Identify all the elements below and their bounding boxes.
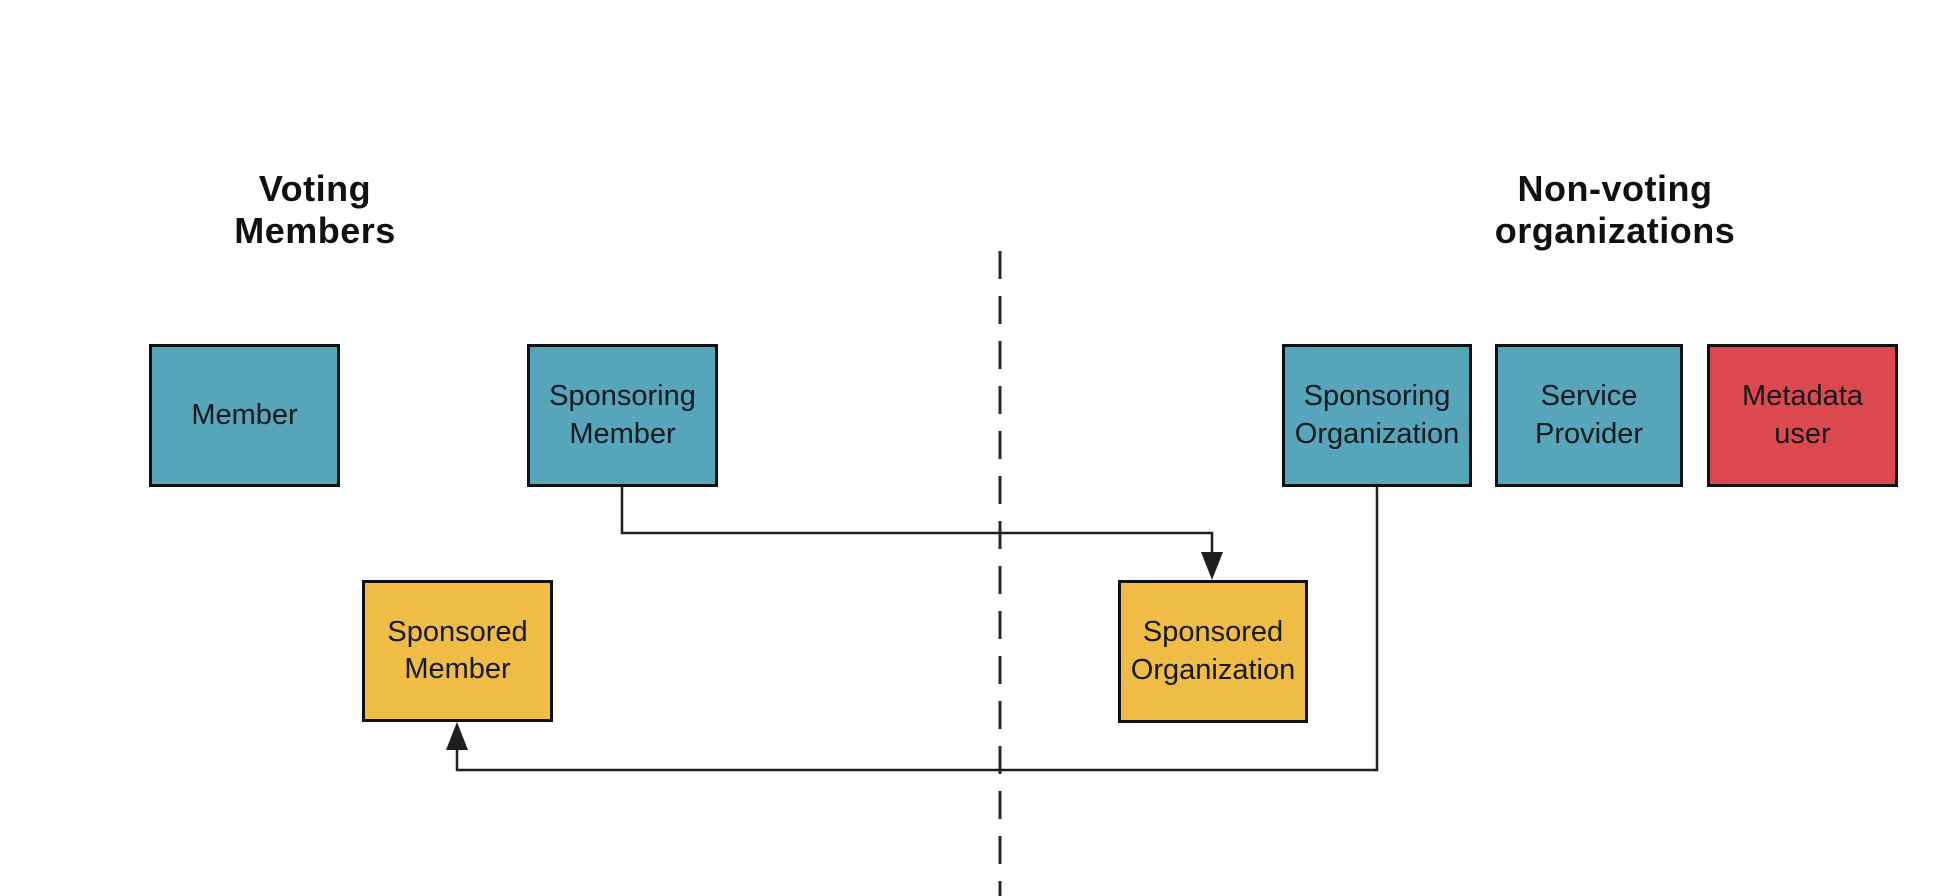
arrowhead-down-icon xyxy=(1201,552,1223,580)
node-member: Member xyxy=(149,344,340,487)
voting-members-group-title: Voting Members xyxy=(234,168,396,252)
node-sponsored-organization: Sponsored Organization xyxy=(1118,580,1308,723)
arrowhead-up-icon xyxy=(446,722,468,750)
node-service-provider: Service Provider xyxy=(1495,344,1683,487)
node-metadata-user: Metadata user xyxy=(1707,344,1898,487)
connector-sponsoring-member-to-sponsored-organization xyxy=(620,487,1214,554)
node-sponsoring-organization: Sponsoring Organization xyxy=(1282,344,1472,487)
non-voting-organizations-group-title: Non-voting organizations xyxy=(1494,168,1736,252)
node-sponsoring-member: Sponsoring Member xyxy=(527,344,718,487)
node-sponsored-member: Sponsored Member xyxy=(362,580,553,722)
